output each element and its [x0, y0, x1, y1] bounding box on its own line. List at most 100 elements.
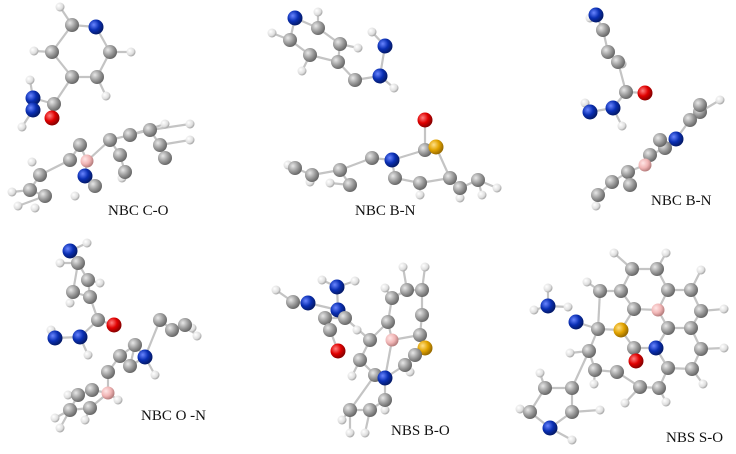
hydrogen-atom — [698, 379, 708, 389]
carbon-atom — [694, 304, 708, 318]
carbon-atom — [343, 178, 357, 192]
hydrogen-atom — [95, 278, 105, 288]
panel-label-nbc-b-n-side: NBC B-N — [651, 193, 712, 209]
hydrogen-atom — [185, 135, 195, 145]
carbon-atom — [633, 380, 647, 394]
hydrogen-atom — [591, 201, 601, 211]
hydrogen-atom — [715, 95, 725, 105]
hydrogen-atom — [380, 283, 390, 293]
hydrogen-atom — [113, 395, 123, 405]
nitrogen-atom — [77, 168, 93, 184]
carbon-atom — [303, 48, 317, 62]
hydrogen-atom — [529, 305, 539, 315]
hydrogen-atom — [17, 122, 27, 132]
hydrogen-atom — [55, 2, 65, 12]
carbon-atom — [623, 178, 637, 192]
nitrogen-atom — [62, 243, 78, 259]
hydrogen-atom — [13, 201, 23, 211]
carbon-atom — [73, 138, 87, 152]
carbon-atom — [381, 315, 395, 329]
carbon-atom — [85, 383, 99, 397]
carbon-atom — [333, 37, 347, 51]
carbon-atom — [91, 313, 105, 327]
carbon-atom — [63, 153, 77, 167]
carbon-atom — [101, 365, 115, 379]
panel-label-nbc-o-n: NBC O -N — [141, 408, 207, 424]
carbon-atom — [365, 151, 379, 165]
carbon-atom — [582, 344, 596, 358]
carbon-atom — [283, 33, 297, 47]
hydrogen-atom — [267, 28, 277, 38]
atoms-p4 — [46, 238, 202, 433]
hydrogen-atom — [337, 415, 347, 425]
nitrogen-atom — [329, 279, 345, 295]
hydrogen-atom — [65, 298, 75, 308]
carbon-atom — [158, 151, 172, 165]
boron-atom — [651, 303, 665, 317]
hydrogen-atom — [609, 248, 619, 258]
panel-label-nbs-b-o: NBS B-O — [391, 423, 450, 439]
nitrogen-atom — [540, 298, 556, 314]
hydrogen-atom — [150, 370, 160, 380]
hydrogen-atom — [101, 91, 111, 101]
nitrogen-atom — [25, 102, 41, 118]
sulfur-atom — [613, 322, 629, 338]
carbon-atom — [113, 148, 127, 162]
hydrogen-atom — [543, 283, 553, 293]
hydrogen-atom — [25, 75, 35, 85]
carbon-atom — [614, 284, 628, 298]
carbon-atom — [601, 45, 615, 59]
atoms-layer — [7, 2, 729, 445]
carbon-atom — [178, 318, 192, 332]
hydrogen-atom — [617, 121, 627, 131]
hydrogen-atom — [367, 27, 377, 37]
hydrogen-atom — [477, 190, 487, 200]
boron-atom — [101, 386, 115, 400]
carbon-atom — [113, 349, 127, 363]
boron-atom — [80, 154, 94, 168]
nitrogen-atom — [137, 349, 153, 365]
carbon-atom — [153, 313, 167, 327]
carbon-atom — [83, 290, 97, 304]
carbon-atom — [684, 321, 698, 335]
panel-label-nbc-c-o: NBC C-O — [108, 203, 169, 219]
nitrogen-atom — [568, 314, 584, 330]
carbon-atom — [471, 173, 485, 187]
hydrogen-atom — [350, 276, 360, 286]
carbon-atom — [388, 171, 402, 185]
carbon-atom — [693, 98, 707, 112]
hydrogen-atom — [82, 238, 92, 248]
hydrogen-atom — [595, 405, 605, 415]
atoms-p5 — [271, 262, 433, 438]
carbon-atom — [123, 359, 137, 373]
hydrogen-atom — [380, 405, 390, 415]
hydrogen-atom — [620, 398, 630, 408]
carbon-atom — [418, 143, 432, 157]
carbon-atom — [661, 361, 675, 375]
hydrogen-atom — [55, 258, 65, 268]
carbon-atom — [413, 176, 427, 190]
hydrogen-atom — [719, 304, 729, 314]
nitrogen-atom — [25, 90, 41, 106]
hydrogen-atom — [582, 277, 592, 287]
carbon-atom — [625, 262, 639, 276]
carbon-atom — [591, 322, 605, 336]
atoms-p1 — [7, 2, 195, 213]
carbon-atom — [385, 291, 399, 305]
carbon-atom — [591, 188, 605, 202]
hydrogen-atom — [80, 415, 90, 425]
atoms-p2 — [267, 7, 502, 203]
hydrogen-atom — [7, 187, 17, 197]
hydrogen-atom — [55, 423, 65, 433]
carbon-atom — [661, 321, 675, 335]
carbon-atom — [694, 342, 708, 356]
hydrogen-atom — [492, 183, 502, 193]
carbon-atom — [619, 85, 633, 99]
hydrogen-atom — [389, 83, 399, 93]
hydrogen-atom — [29, 46, 39, 56]
carbon-atom — [661, 283, 675, 297]
carbon-atom — [596, 23, 610, 37]
carbon-atom — [415, 308, 429, 322]
